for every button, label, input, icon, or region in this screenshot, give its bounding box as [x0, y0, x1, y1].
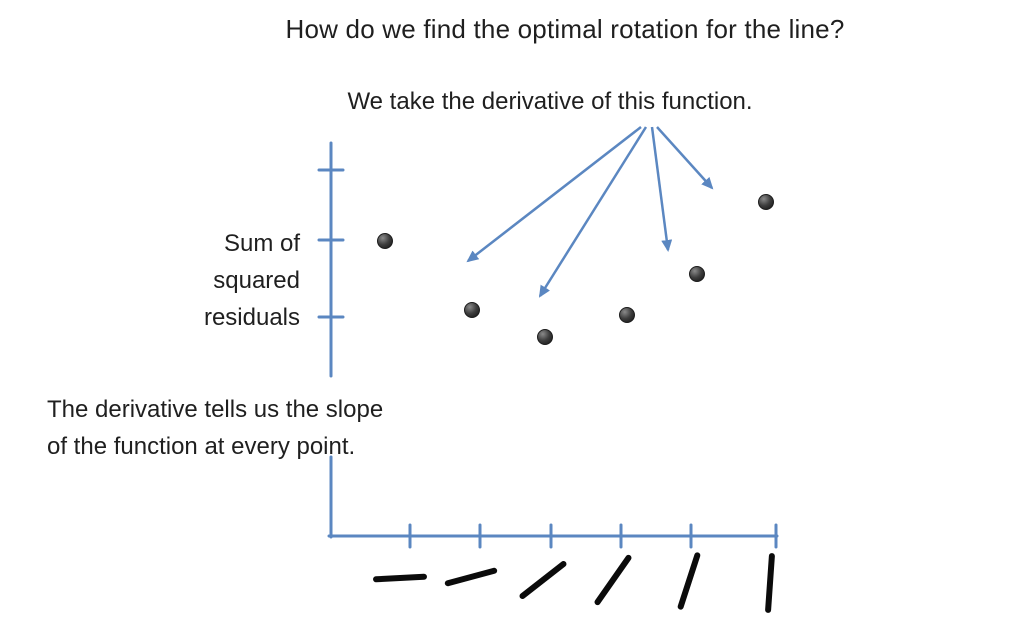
derivative-caption-line-1: The derivative tells us the slope: [47, 396, 384, 423]
scatter-point: [377, 233, 393, 249]
slope-segment: [594, 554, 632, 606]
derivative-arrow: [538, 126, 648, 298]
page-title: How do we find the optimal rotation for …: [285, 14, 845, 44]
derivative-caption-line-2: of the function at every point.: [47, 433, 356, 460]
derivative-caption: The derivative tells us the slope of the…: [47, 391, 383, 465]
y-axis-label: Sum of squared residuals: [204, 225, 300, 336]
subtitle: We take the derivative of this function.: [347, 88, 753, 115]
slope-segment: [677, 552, 701, 610]
scatter-point: [689, 266, 705, 282]
derivative-arrow: [650, 126, 673, 252]
slope-segment: [373, 573, 427, 583]
scatter-point: [758, 194, 774, 210]
scatter-point: [619, 307, 635, 323]
y-axis-label-line-1: Sum of: [223, 230, 300, 257]
derivative-arrow: [466, 126, 642, 263]
y-axis-label-line-2: squared: [213, 267, 300, 294]
slope-segment: [519, 560, 567, 600]
scatter-point: [537, 329, 553, 345]
scatter-point: [464, 302, 480, 318]
y-axis-label-line-3: residuals: [203, 304, 300, 331]
derivative-arrow: [656, 126, 714, 190]
slope-segment: [444, 567, 498, 587]
slope-segment: [765, 553, 775, 613]
